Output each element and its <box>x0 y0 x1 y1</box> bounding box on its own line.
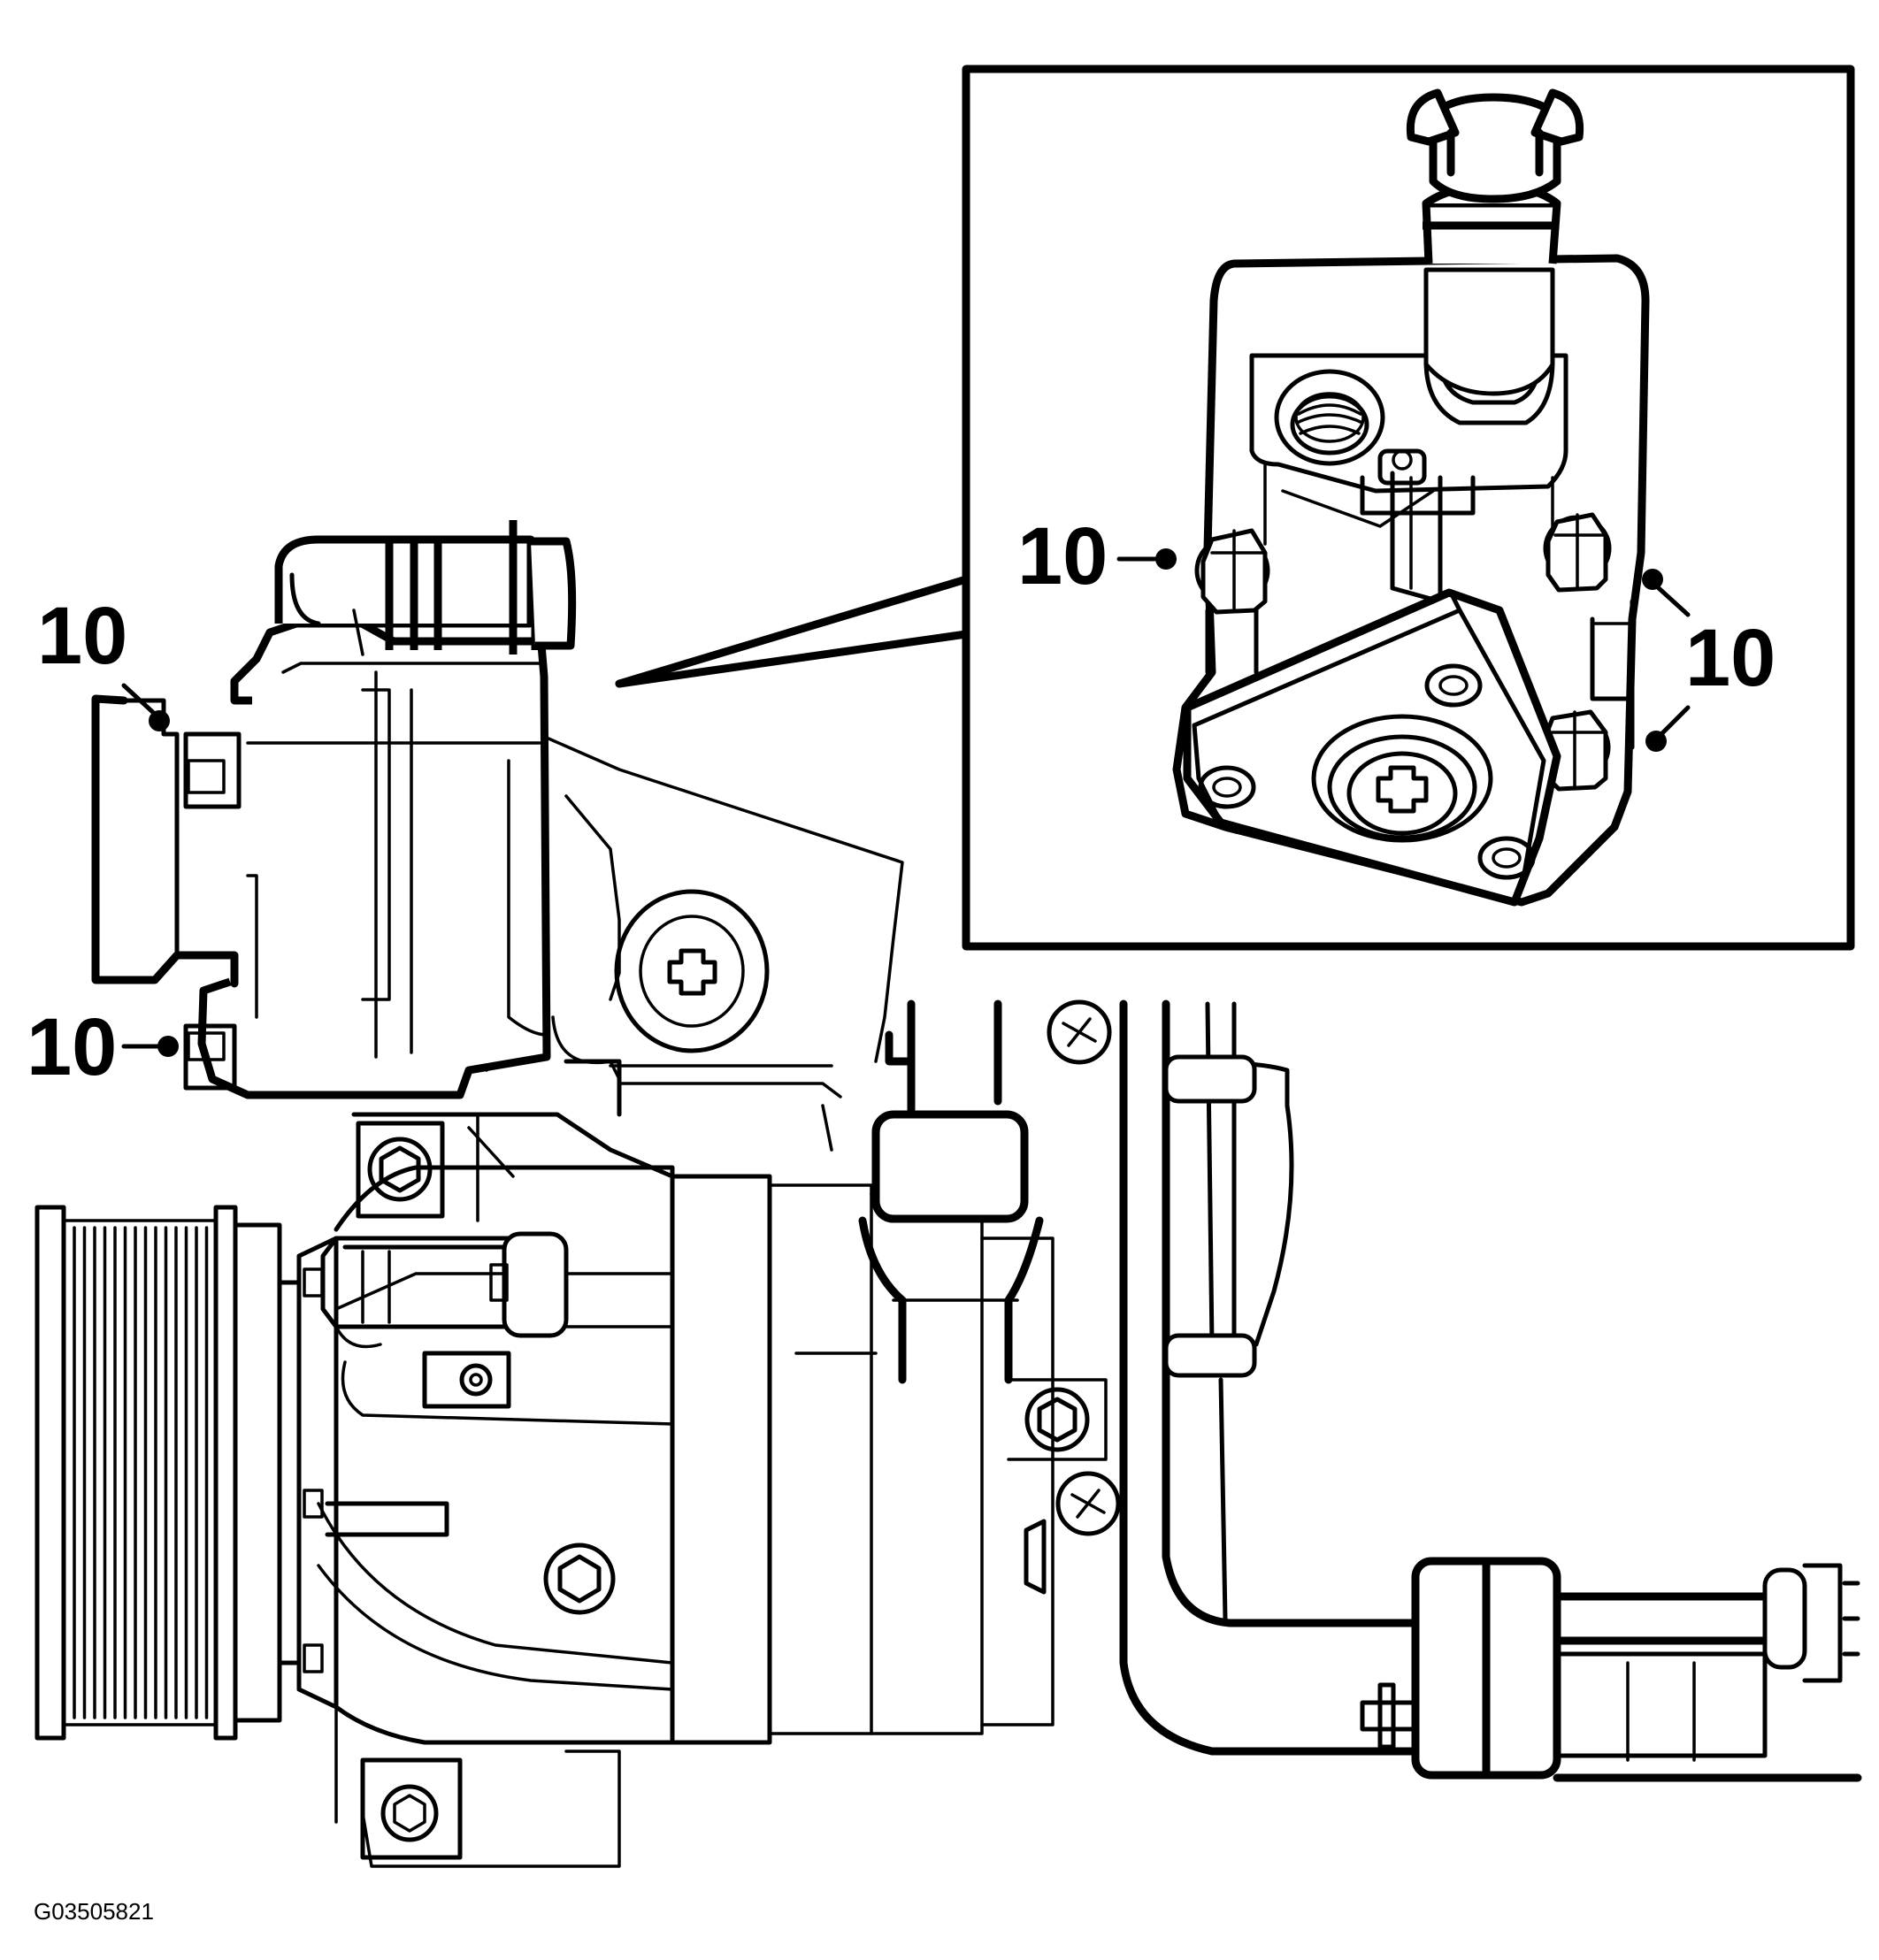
callout-label: 10 <box>37 591 127 681</box>
callout-label: 10 <box>27 1002 117 1092</box>
callout-left-top: 10 <box>37 591 170 731</box>
pulley <box>35 1205 302 1741</box>
control-valve-assembly <box>91 520 970 1152</box>
clutch-bolts <box>303 1267 449 1673</box>
pressure-sensor-connector <box>320 1231 569 1349</box>
callout-label: 10 <box>1017 511 1108 601</box>
valve-elbow-fitting <box>274 520 577 656</box>
inset-pointer-wedge <box>615 575 970 688</box>
inset-threaded-port <box>1274 369 1385 466</box>
inset-bolt-top-right <box>1543 512 1612 593</box>
callout-inset-right: 10 <box>1642 569 1775 752</box>
bracket-port-plug <box>614 889 770 1053</box>
callout-label: 10 <box>1685 613 1775 703</box>
inset-tube-fitting <box>1406 88 1584 425</box>
callout-inset-left: 10 <box>1017 511 1177 601</box>
body-bolt-upper <box>356 1121 445 1219</box>
body-bolt-right <box>1007 1378 1108 1461</box>
refrigerant-hoses <box>858 999 1862 1782</box>
inset-triangular-flange <box>1183 588 1561 907</box>
body-bolt-right-lower <box>1055 1471 1121 1536</box>
inset-bolt-top-left <box>1194 528 1270 675</box>
detail-inset <box>962 65 1855 951</box>
small-fitting <box>422 1351 511 1409</box>
callout-left-bottom: 10 <box>27 1002 179 1092</box>
compressor-body <box>35 999 1121 1868</box>
figure-id: G03505821 <box>34 1898 154 1925</box>
housing-bolt-top <box>1047 999 1112 1065</box>
body-bolt-middle <box>543 1543 616 1615</box>
